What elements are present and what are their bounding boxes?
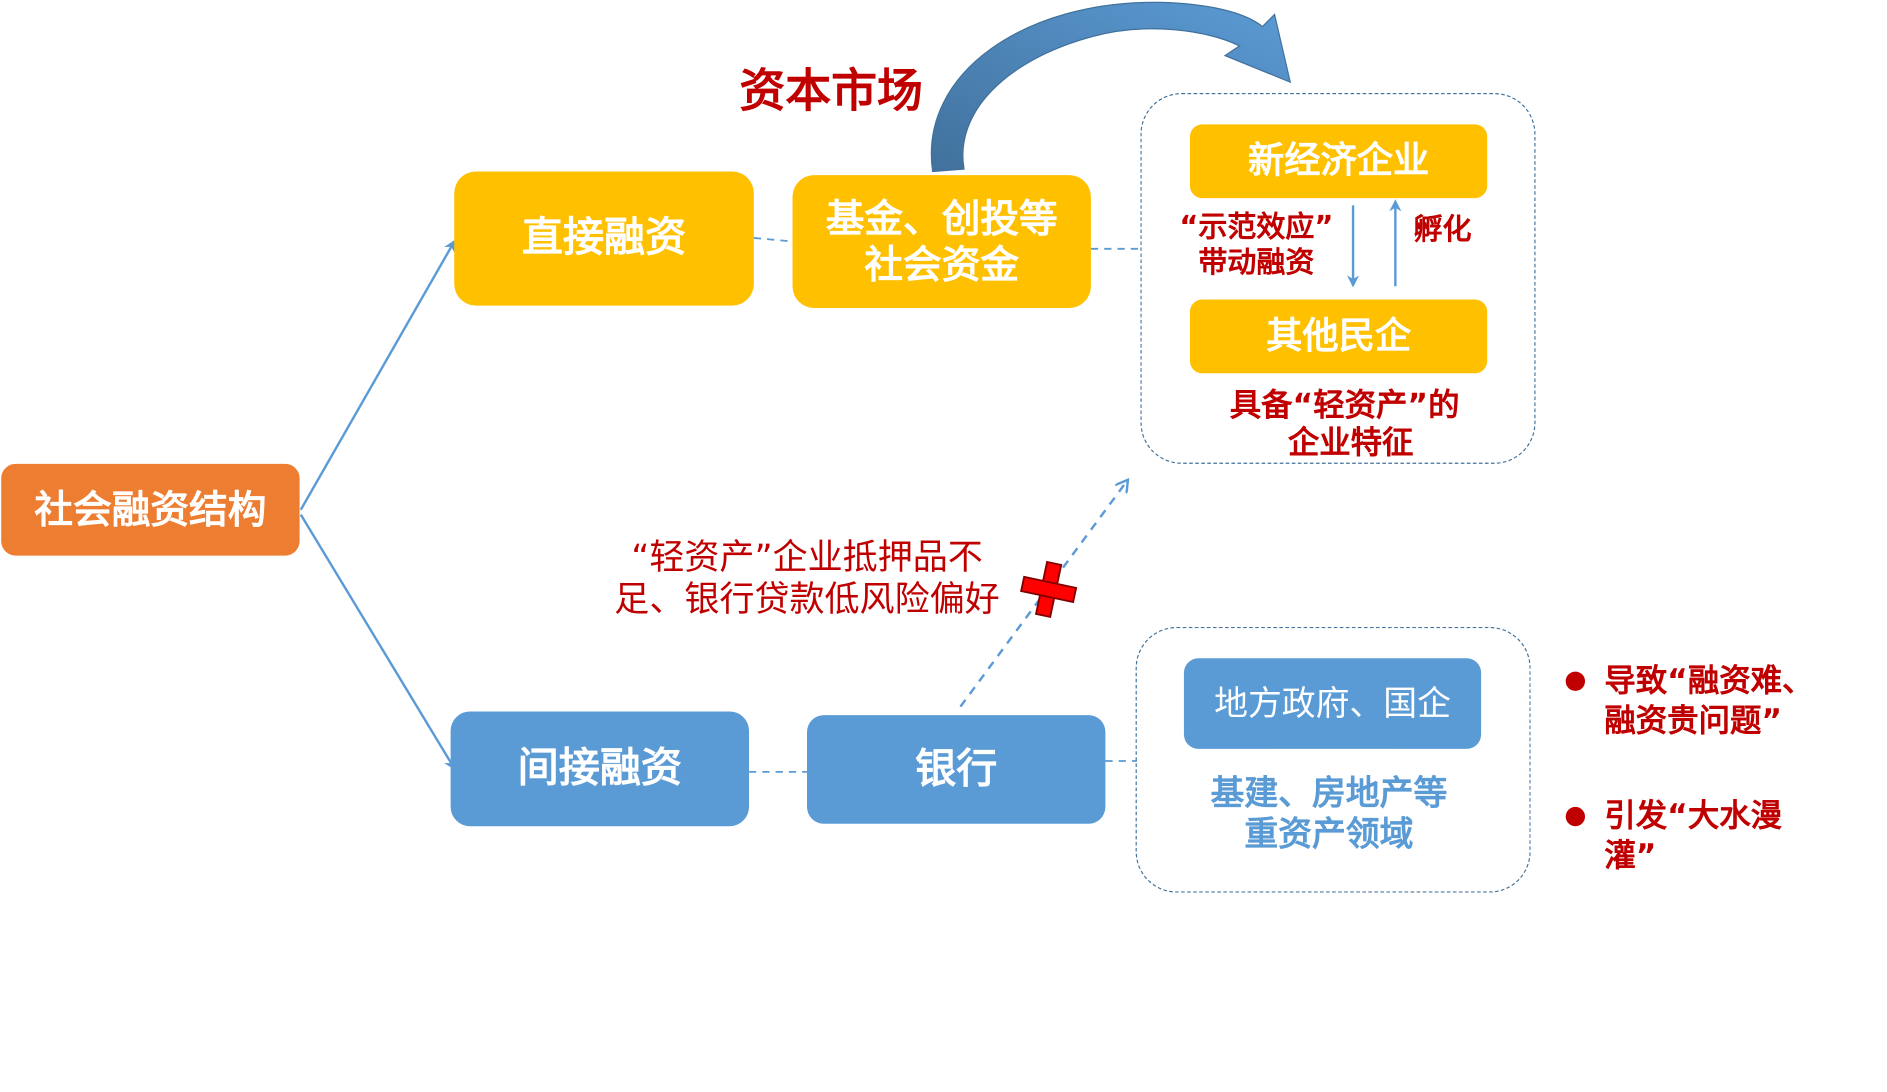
bullet-dot-icon (1565, 806, 1586, 827)
root-node: 社会融资结构 (1, 463, 300, 556)
demo-effect-label: “示范效应” 带动融资 (1162, 210, 1350, 280)
red-cross-icon (1020, 560, 1078, 619)
bullet-flood-irrigation: 引发“大水漫 灌” (1565, 797, 1880, 876)
light-asset-feature-line2: 企业特征 (1287, 425, 1414, 462)
bullet-line2: 灌” (1604, 837, 1657, 874)
indirect-financing-node: 间接融资 (450, 711, 750, 827)
obstacle-line1: “轻资产”企业抵押品不 (631, 536, 983, 578)
obstacle-line2: 足、银行贷款低风险偏好 (614, 578, 1000, 620)
light-asset-feature-label: 具备“轻资产”的 企业特征 (1196, 388, 1493, 463)
bullet-line1: 导致“融资难、 (1604, 663, 1814, 700)
incubate-label: 孵化 (1413, 212, 1472, 247)
direct-financing-node: 直接融资 (454, 171, 754, 306)
demo-effect-line2: 带动融资 (1198, 244, 1315, 279)
curved-arrow-icon (930, 1, 1292, 173)
bank-node: 银行 (807, 715, 1106, 824)
local-gov-node: 地方政府、国企 (1183, 658, 1482, 749)
bullet-line2: 融资贵问题” (1604, 702, 1783, 739)
bullet-line1: 引发“大水漫 (1604, 798, 1783, 835)
connector-layer (299, 1, 1402, 773)
new-economy-node: 新经济企业 (1189, 124, 1488, 199)
demo-effect-line1: “示范效应” (1179, 210, 1334, 244)
fund-node: 基金、创投等 社会资金 (792, 175, 1091, 309)
obstacle-label: “轻资产”企业抵押品不 足、银行贷款低风险偏好 (582, 536, 1031, 620)
light-asset-group (1140, 93, 1536, 464)
dash-direct-to-fund (753, 237, 794, 243)
fund-node-line2: 社会资金 (864, 241, 1020, 288)
heavy-asset-group (1135, 626, 1531, 893)
arrow-root-to-direct (299, 239, 456, 511)
heavy-asset-label: 基建、房地产等 重资产领域 (1179, 773, 1479, 854)
bullet-text: 导致“融资难、 融资贵问题” (1604, 662, 1813, 741)
heavy-asset-line2: 重资产领域 (1244, 813, 1414, 854)
arrow-root-to-indirect (299, 513, 456, 771)
bullet-text: 引发“大水漫 灌” (1604, 797, 1782, 876)
other-private-node: 其他民企 (1189, 299, 1488, 374)
fund-node-line1: 基金、创投等 (825, 195, 1058, 242)
capital-market-label: 资本市场 (739, 64, 923, 118)
heavy-asset-line1: 基建、房地产等 (1210, 773, 1448, 813)
bullet-financing-difficulty: 导致“融资难、 融资贵问题” (1565, 662, 1880, 741)
light-asset-feature-line1: 具备“轻资产”的 (1229, 387, 1460, 424)
bullet-dot-icon (1565, 671, 1586, 691)
